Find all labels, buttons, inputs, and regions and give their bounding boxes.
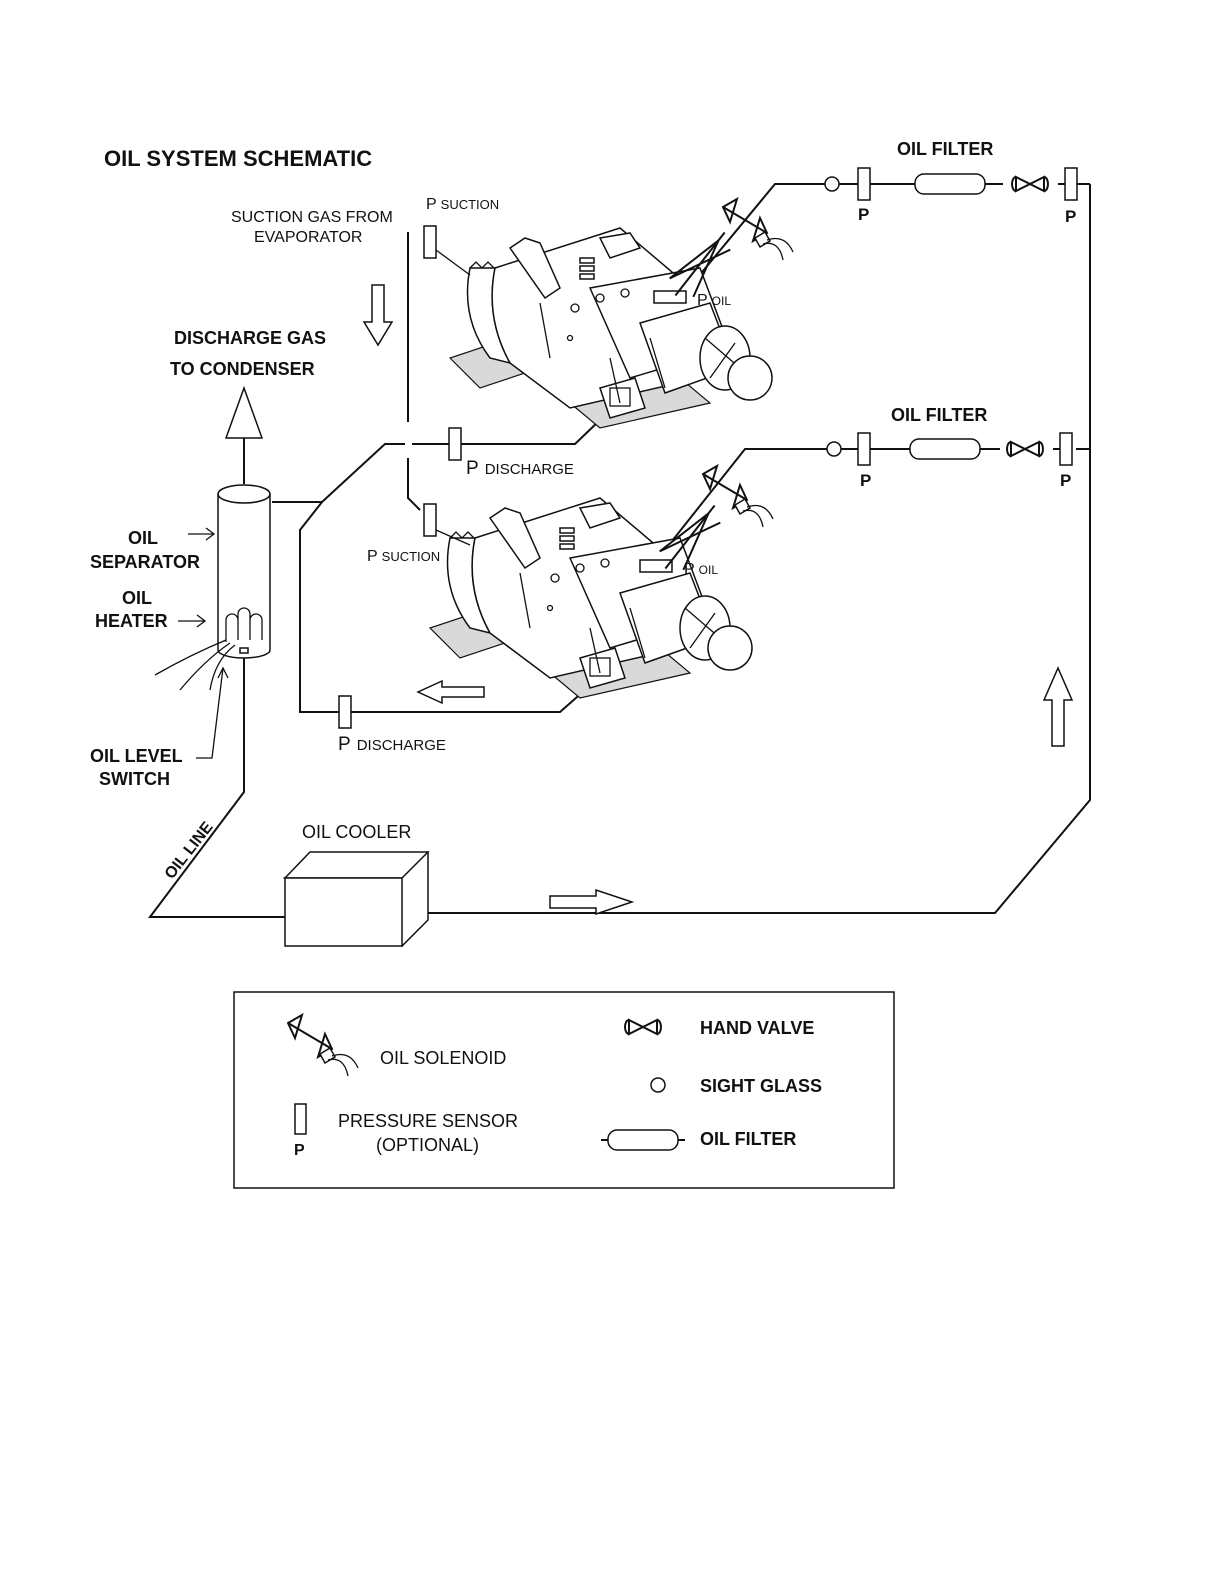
- oil-filter-icon: [601, 1130, 685, 1150]
- sight-glass-icon: [827, 442, 841, 456]
- oil-cooler-box: [285, 852, 428, 946]
- legend-pressure-sensor-symbol: P: [294, 1142, 305, 1159]
- hand-valve-icon: [1012, 177, 1048, 191]
- flow-arrow-icon: [418, 681, 484, 703]
- p-label: P: [1060, 471, 1071, 490]
- flow-arrow-icon: [1044, 668, 1072, 746]
- pressure-sensor-suction-top: [424, 226, 436, 258]
- oil-filter-icon: [903, 439, 987, 459]
- pressure-sensor-oil-top: [654, 291, 686, 303]
- discharge-gas-label: DISCHARGE GAS: [174, 328, 326, 348]
- oil-solenoid-icon: [703, 466, 773, 527]
- legend-pressure-sensor: (OPTIONAL): [376, 1135, 479, 1155]
- legend-oil-filter: OIL FILTER: [700, 1129, 796, 1149]
- flow-arrow-icon: [550, 890, 632, 914]
- oil-filter-label-mid: OIL FILTER: [891, 405, 987, 425]
- pressure-sensor-filter-out-mid: [1060, 433, 1072, 465]
- p-label: P: [860, 471, 871, 490]
- sight-glass-icon: [651, 1078, 665, 1092]
- pressure-sensor-filter-out-top: [1065, 168, 1077, 200]
- hand-valve-icon: [1007, 442, 1043, 456]
- pressure-sensor-discharge-top: [449, 428, 461, 460]
- schematic-title: OIL SYSTEM SCHEMATIC: [104, 146, 372, 171]
- pressure-sensor-icon: [295, 1104, 306, 1134]
- sight-glass-icon: [825, 177, 839, 191]
- pressure-sensor-suction-bottom: [424, 504, 436, 536]
- legend-oil-solenoid: OIL SOLENOID: [380, 1048, 506, 1068]
- oil-filter-icon: [908, 174, 992, 194]
- oil-separator: [155, 485, 270, 690]
- hand-valve-icon: [625, 1020, 661, 1034]
- oil-heater-label: HEATER: [95, 611, 168, 631]
- oil-cooler-label: OIL COOLER: [302, 822, 411, 842]
- suction-gas-label: EVAPORATOR: [254, 229, 362, 246]
- compressor-bottom: [430, 498, 752, 698]
- legend-pressure-sensor: PRESSURE SENSOR: [338, 1111, 518, 1131]
- oil-solenoid-icon: [288, 1015, 358, 1076]
- legend-hand-valve: HAND VALVE: [700, 1018, 814, 1038]
- oil-level-switch-label: OIL LEVEL: [90, 746, 183, 766]
- oil-separator-label: SEPARATOR: [90, 552, 200, 572]
- pressure-sensor-filter-in-top: [858, 168, 870, 200]
- oil-filter-label-top: OIL FILTER: [897, 139, 993, 159]
- compressor-top: [450, 228, 772, 428]
- pressure-sensor-filter-in-mid: [858, 433, 870, 465]
- p-label: P: [1065, 207, 1076, 226]
- flow-arrow-icon: [364, 285, 392, 345]
- oil-level-switch: [240, 648, 248, 653]
- oil-heater-label: OIL: [122, 588, 152, 608]
- p-label: P: [858, 205, 869, 224]
- discharge-gas-label: TO CONDENSER: [170, 359, 315, 379]
- pressure-sensor-discharge-bottom: [339, 696, 351, 728]
- oil-separator-label: OIL: [128, 528, 158, 548]
- suction-gas-label: SUCTION GAS FROM: [231, 209, 393, 226]
- oil-level-switch-label: SWITCH: [99, 769, 170, 789]
- oil-line-label: OIL LINE: [162, 819, 217, 883]
- legend-box: OIL SOLENOID P PRESSURE SENSOR (OPTIONAL…: [234, 992, 894, 1188]
- legend-sight-glass: SIGHT GLASS: [700, 1076, 822, 1096]
- oil-solenoid-icon: [723, 199, 793, 260]
